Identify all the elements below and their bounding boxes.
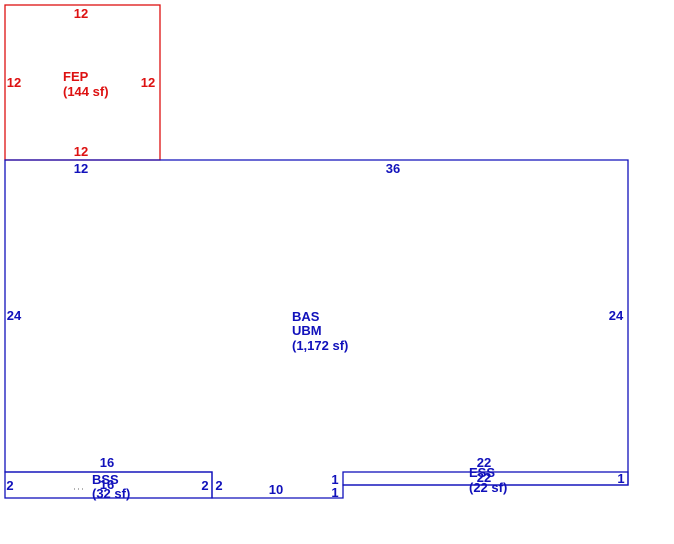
gap-right-bottom-dim: 1 [331, 485, 338, 500]
bss-code: BSS [92, 472, 119, 487]
bss-outline [4, 471, 213, 499]
fep-right-dim: 12 [141, 75, 155, 90]
fep-top-dim: 12 [74, 6, 88, 21]
gap-right-top-dim: 1 [331, 472, 338, 487]
ess-top-dim: 22 [477, 455, 491, 470]
bss-left-dim: 2 [6, 478, 13, 493]
ess-right-dim: 1 [617, 471, 624, 486]
fep-bottom-dim: 12 [74, 144, 88, 159]
bas-code: BAS [292, 309, 320, 324]
ess-code: ESS [469, 465, 495, 480]
bas-sub: UBM [292, 323, 322, 338]
bas-left-dim: 24 [7, 308, 22, 323]
ess-overlap-dim: 22 [477, 470, 491, 485]
bas-top-left-dim: 12 [74, 161, 88, 176]
fep-code: FEP [63, 69, 89, 84]
ess-area: (22 sf) [469, 480, 507, 495]
bss-overlap-dim: 16 [100, 477, 114, 492]
bss-area: (32 sf) [92, 486, 130, 501]
gap-left-dim: 2 [215, 478, 222, 493]
ess-outline [342, 471, 629, 486]
bas-right-dim: 24 [609, 308, 624, 323]
bss-top-dim: 16 [100, 455, 114, 470]
fep-left-dim: 12 [7, 75, 21, 90]
fep-area: (144 sf) [63, 84, 109, 99]
bas-area: (1,172 sf) [292, 338, 348, 353]
bss-right-dim: 2 [201, 478, 208, 493]
bas-top-dim: 36 [386, 161, 400, 176]
gap-bottom-dim: 10 [269, 482, 283, 497]
